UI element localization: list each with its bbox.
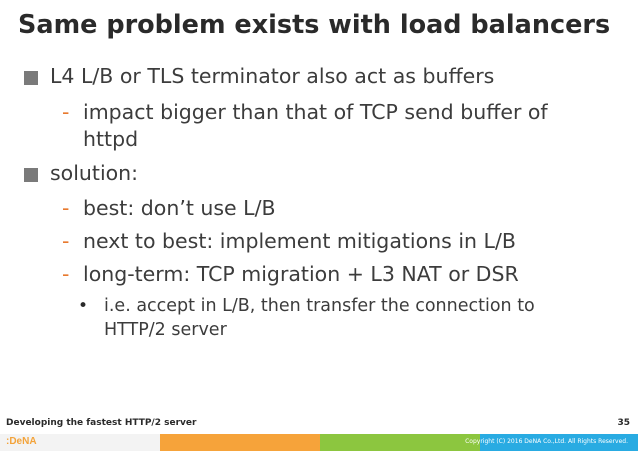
bullet-l2-continued: httpd [83,127,139,151]
stripe-segment [320,434,480,451]
bullet-l2: long-term: TCP migration + L3 NAT or DSR [83,262,519,286]
bullet-l1: solution: [50,161,139,185]
stripe-segment [480,434,638,451]
square-bullet-icon [24,168,38,182]
page-number: 35 [617,418,630,428]
slide-title: Same problem exists with load balancers [18,10,611,40]
dot-bullet-icon: • [78,296,89,316]
bullet-l2: impact bigger than that of TCP send buff… [83,100,548,124]
bullet-l2: next to best: implement mitigations in L… [83,229,516,253]
dash-bullet-icon: - [62,196,70,220]
bullet-l1: L4 L/B or TLS terminator also act as buf… [50,64,495,88]
dash-bullet-icon: - [62,229,70,253]
copyright-text: Copyright (C) 2016 DeNA Co.,Ltd. All Rig… [465,438,628,445]
stripe-segment [160,434,320,451]
bullet-l3: i.e. accept in L/B, then transfer the co… [104,296,535,316]
dena-logo: :DeNA [6,436,37,447]
bullet-l3-continued: HTTP/2 server [104,320,227,340]
stripe-segment [0,434,160,451]
dash-bullet-icon: - [62,100,70,124]
dash-bullet-icon: - [62,262,70,286]
bullet-l2: best: don’t use L/B [83,196,276,220]
square-bullet-icon [24,71,38,85]
footer-title: Developing the fastest HTTP/2 server [6,418,197,428]
